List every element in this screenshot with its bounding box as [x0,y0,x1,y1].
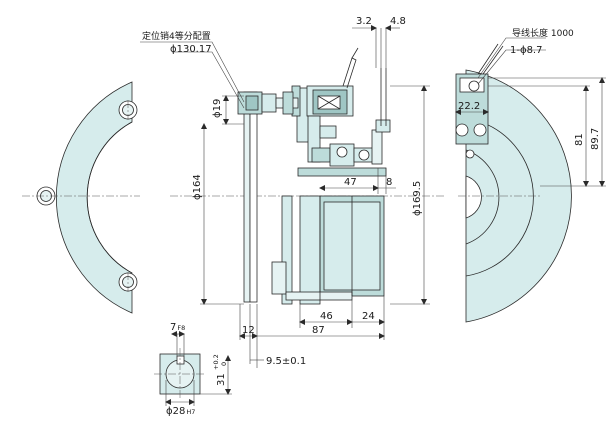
dim-12: 12 [242,325,255,336]
brake-body-upper [299,195,321,305]
terminal-hole [468,80,480,92]
dim-47: 47 [344,177,357,188]
dim-81: 81 [574,133,585,146]
key-depth: 31 [216,373,227,386]
hub-flange [281,195,293,305]
hub [271,261,287,295]
dowel-pcd: ϕ130.17 [170,44,212,55]
left-front-view [22,81,140,314]
armature-disc [297,167,387,177]
dim-46: 46 [320,311,333,322]
adjust-screw [311,147,331,163]
dim-4-8: 4.8 [390,16,406,27]
lead-length-note: 导线长度 1000 [512,27,574,39]
hole-dia-note: 1-ϕ8.7 [510,45,542,56]
right-end-view [455,43,572,323]
bore-key-section [154,348,206,400]
flange-ring-inner-edge [86,121,133,274]
dim-24: 24 [362,311,375,322]
dim-89-7: 89.7 [590,128,601,150]
dim-phi-164: ϕ164 [192,174,203,200]
dowel-note: 定位销4等分配置 [142,30,211,42]
keyway [176,355,185,365]
key-depth-tol: +0.2 [212,354,220,370]
dim-22-2: 22.2 [458,101,480,112]
hub-bore [465,175,482,219]
bore-dia: ϕ28H7 [166,406,195,417]
labels: 定位销4等分配置 ϕ130.17 3.2 4.8 ϕ19 ϕ164 ϕ169.5… [142,16,601,417]
key-width: 7F8 [170,322,185,333]
dim-9-5: 9.5±0.1 [266,356,306,367]
mount-plate-2 [249,91,258,303]
mount-plate [243,91,251,303]
center-section-view [170,47,445,305]
dim-87: 87 [312,325,325,336]
dimension-lines [140,25,606,406]
dim-phi-169-5: ϕ169.5 [412,181,423,216]
dim-3-2: 3.2 [356,16,372,27]
lead-wire [342,57,357,89]
key-depth-tol-lower: 0 [220,362,228,366]
dim-8: 8 [386,177,392,188]
dim-phi-19: ϕ19 [212,99,223,118]
